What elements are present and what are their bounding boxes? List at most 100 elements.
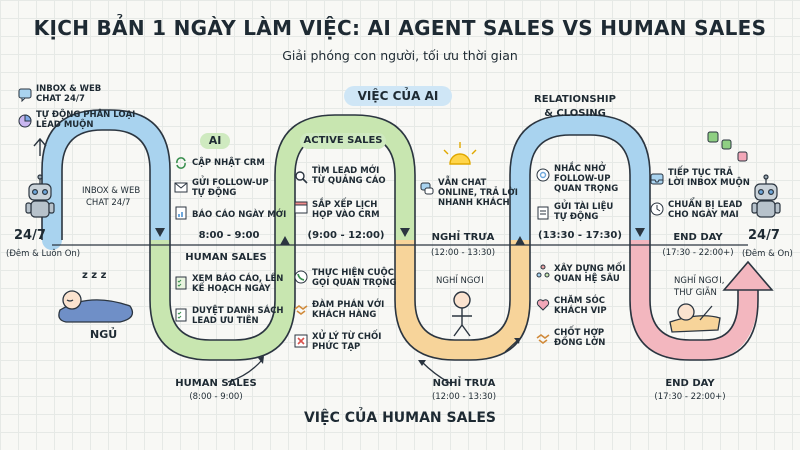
puzzle-decoration-icon (707, 131, 748, 162)
sleeping-person-icon (58, 290, 134, 323)
task-inbox-mid-line2: CHAT 24/7 (86, 198, 131, 208)
track-arch-3 (510, 115, 650, 240)
page-subtitle: Giải phóng con người, tối ưu thời gian (282, 48, 518, 63)
b4-human-task2-line1: CHĂM SÓC (554, 296, 605, 306)
b3-bottom-head: NGHỈ TRƯA (432, 378, 496, 389)
b5-task1-line2: LỜI INBOX MUỘN (668, 178, 750, 188)
b3-human-task: NGHỈ NGƠI (436, 276, 484, 286)
list-check-icon (174, 308, 188, 322)
human-section-label: VIỆC CỦA HUMAN SALES (303, 410, 497, 426)
b1-human-task2-line2: LEAD ƯU TIÊN (192, 316, 259, 326)
handshake-icon (294, 302, 308, 316)
task-classify-line1: TỰ ĐỘNG PHÂN LOẠI (36, 110, 136, 120)
b2-task1-line2: TỪ QUẢNG CÁO (312, 176, 386, 186)
left-anchor-title: 24/7 (14, 228, 46, 243)
sleep-label: NGỦ (90, 328, 118, 341)
resting-person-icon (452, 291, 472, 337)
vip-heart-icon (536, 298, 550, 312)
b2-human-task2-line2: KHÁCH HÀNG (312, 310, 377, 320)
b1-human-head: HUMAN SALES (185, 252, 267, 263)
b4-human-task3-line2: ĐỒNG LỚN (554, 338, 606, 348)
b1-human-task1-line2: KẾ HOẠCH NGÀY (192, 284, 271, 294)
right-anchor-sub: (Đêm & On) (742, 249, 793, 259)
b1-human-task1-line1: XEM BÁO CÁO, LÊN (192, 274, 284, 284)
reject-icon (294, 334, 308, 348)
phone-icon (294, 270, 308, 284)
b4-human-task2-line2: KHÁCH VIP (554, 306, 607, 316)
b1-task-crm: CẬP NHẬT CRM (192, 158, 265, 168)
report-icon (174, 206, 188, 220)
b1-task-report: BÁO CÁO NGÀY MỚI (192, 210, 287, 220)
inbox-icon (650, 172, 664, 186)
b5-human-task-line1: NGHỈ NGƠI, (674, 276, 725, 286)
b2-human-task1-line1: THỰC HIỆN CUỘC (312, 268, 394, 278)
b4-tag-line1: RELATIONSHIP (534, 94, 616, 105)
b3-task-line1: VẪN CHAT (438, 178, 487, 188)
deal-icon (536, 330, 550, 344)
b1-bottom-head: HUMAN SALES (175, 378, 257, 389)
b2-task2-line1: SẮP XẾP LỊCH (312, 200, 378, 210)
b3-mid-time: (12:00 - 13:30) (430, 248, 496, 258)
b4-human-task3-line1: CHỐT HỢP (554, 328, 605, 338)
task-inbox-top-line2: CHAT 24/7 (36, 94, 85, 104)
b5-task2-line2: CHO NGÀY MAI (668, 210, 739, 220)
b2-human-task3-line1: XỬ LÝ TỪ CHỐI (312, 332, 382, 342)
document-icon (536, 206, 550, 220)
b1-ai-time: 8:00 - 9:00 (198, 230, 260, 241)
task-inbox-top-line1: INBOX & WEB (36, 84, 102, 94)
refresh-icon (174, 156, 188, 170)
b3-task-line3: NHANH KHÁCH (438, 198, 510, 208)
b4-tag-line2: & CLOSING (544, 108, 606, 119)
b4-task1-line2: FOLLOW-UP (554, 174, 611, 184)
b3-task-line2: ONLINE, TRẢ LỜI (438, 188, 518, 198)
pie-chart-icon (18, 114, 32, 128)
b5-human-task-line2: THƯ GIÃN (674, 288, 717, 298)
mail-icon (174, 180, 188, 194)
b4-task1-line1: NHẮC NHỞ (554, 164, 606, 174)
track-valley-3 (630, 240, 758, 360)
b1-bottom-time: (8:00 - 9:00) (189, 392, 243, 402)
track-end-arrowhead (722, 260, 774, 291)
b2-task1-line1: TÌM LEAD MỚI (312, 166, 380, 176)
b4-task1-line3: QUAN TRỌNG (554, 184, 619, 194)
task-inbox-mid-line1: INBOX & WEB (82, 186, 141, 196)
chat-icon (18, 88, 32, 102)
network-icon (536, 264, 550, 278)
b5-task2-line1: CHUẨN BỊ LEAD (668, 200, 743, 210)
sleep-zzz: z z z (82, 270, 107, 281)
b2-task2-line2: HỌP VÀO CRM (312, 210, 380, 220)
b4-human-task1-line2: QUAN HỆ SÂU (554, 274, 620, 284)
task-classify-line2: LEAD MUỘN (36, 120, 94, 130)
page-title: KỊCH BẢN 1 NGÀY LÀM VIỆC: AI AGENT SALES… (33, 16, 767, 40)
calendar-icon (294, 200, 308, 214)
left-anchor-sub: (Đêm & Luôn On) (6, 249, 81, 259)
checklist-icon (174, 276, 188, 290)
b5-task1-line1: TIẾP TỤC TRẢ (668, 168, 733, 178)
b5-bottom-head: END DAY (665, 378, 715, 389)
ai-tag-block2: ACTIVE SALES (300, 133, 386, 149)
ai-tag-block1: AI (200, 133, 230, 149)
b2-human-task1-line2: GỌI QUAN TRỌNG (312, 278, 397, 288)
right-anchor-title: 24/7 (748, 228, 780, 243)
b3-mid-head: NGHỈ TRƯA (431, 232, 495, 243)
b2-human-task3-line2: PHỨC TẠP (312, 342, 361, 352)
track-valley-1 (150, 240, 295, 360)
b5-bottom-time: (17:30 - 22:00+) (654, 392, 726, 402)
b3-bottom-time: (12:00 - 13:30) (431, 392, 497, 402)
ai-section-label: VIỆC CỦA AI (344, 86, 452, 106)
b4-task2-line1: GỬI TÀI LIỆU (554, 202, 614, 212)
b4-task2-line2: TỰ ĐỘNG (554, 212, 599, 222)
track-left-arch (42, 110, 170, 250)
at-sign-icon (536, 168, 550, 182)
chat-bubbles-icon (420, 182, 434, 196)
track-arch-2 (275, 115, 415, 240)
sun-icon (443, 142, 477, 165)
b4-human-task1-line1: XÂY DỰNG MỐI (554, 264, 626, 274)
b1-task-followup-line1: GỬI FOLLOW-UP (192, 178, 269, 188)
b5-mid-time: (17:30 - 22:00+) (662, 248, 734, 258)
prepare-lead-icon (650, 202, 664, 216)
b2-ai-time: (9:00 - 12:00) (307, 230, 385, 241)
b1-human-task2-line1: DUYỆT DANH SÁCH (192, 306, 284, 316)
